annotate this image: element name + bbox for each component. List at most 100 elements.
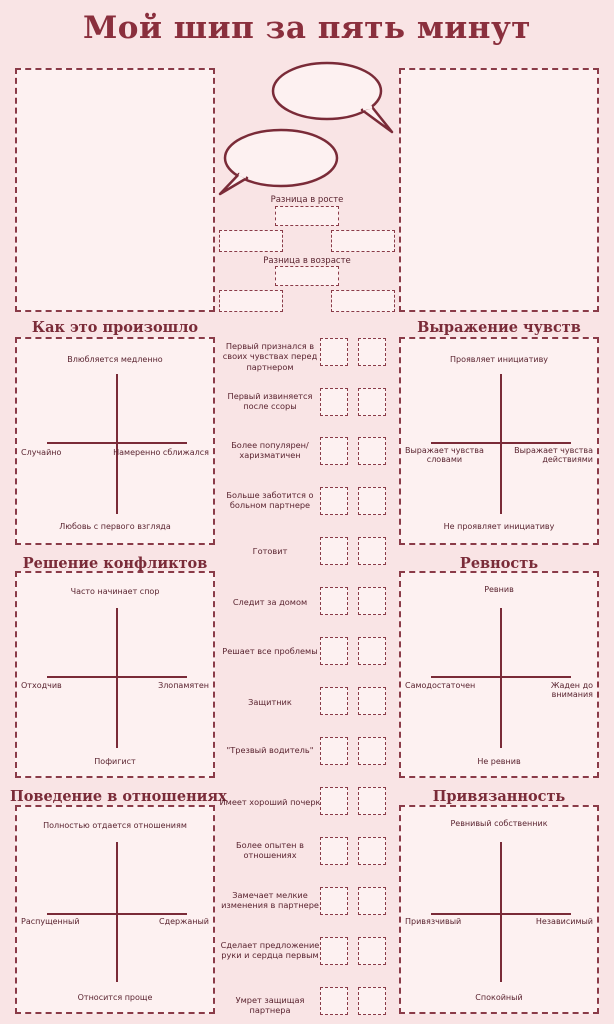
trait-checkbox-right[interactable] xyxy=(358,537,386,565)
trait-label: Сделает предложение руки и сердца первым xyxy=(220,940,320,961)
how-right-label: Намеренно сближался xyxy=(113,448,209,457)
behavior-right-label: Сдержаный xyxy=(159,917,209,926)
trait-checkbox-left[interactable] xyxy=(320,587,348,615)
conflicts-axis-v xyxy=(116,608,118,748)
character-left-portrait[interactable] xyxy=(15,68,215,312)
trait-checkbox-right[interactable] xyxy=(358,887,386,915)
trait-checkbox-left[interactable] xyxy=(320,437,348,465)
trait-checkbox-right[interactable] xyxy=(358,987,386,1015)
trait-checkbox-right[interactable] xyxy=(358,737,386,765)
trait-label: Защитник xyxy=(248,697,292,707)
attachment-bottom-label: Спокойный xyxy=(475,993,523,1002)
feelings-axis-h xyxy=(431,442,571,444)
character-right-portrait[interactable] xyxy=(399,68,599,312)
trait-label: Имеет хороший почерк xyxy=(219,797,321,807)
speech-bubble-right[interactable] xyxy=(270,60,400,135)
jealousy-axis-h xyxy=(431,676,571,678)
height-diff-label: Разница в росте xyxy=(270,195,344,205)
age-right-box[interactable] xyxy=(331,290,395,312)
trait-label: Следит за домом xyxy=(232,597,308,607)
trait-label: "Трезвый водитель" xyxy=(226,745,314,755)
feelings-right-label: Выражает чувства действиями xyxy=(514,446,593,465)
trait-checkbox-right[interactable] xyxy=(358,837,386,865)
trait-checkbox-left[interactable] xyxy=(320,837,348,865)
page-title: Мой шип за пять минут xyxy=(82,10,532,46)
trait-checkbox-right[interactable] xyxy=(358,437,386,465)
feelings-left-label: Выражает чувства словами xyxy=(405,446,484,465)
conflicts-right-label: Злопамятен xyxy=(158,681,209,690)
jealousy-chart[interactable]: Ревнив Не ревнив Самодостаточен Жаден до… xyxy=(399,571,599,778)
jealousy-axis-v xyxy=(500,608,502,748)
height-right-box[interactable] xyxy=(331,230,395,252)
trait-checkbox-right[interactable] xyxy=(358,338,386,366)
conflicts-left-label: Отходчив xyxy=(21,681,62,690)
how-heading: Как это произошло xyxy=(31,319,199,336)
trait-label: Замечает мелкие изменения в партнере xyxy=(221,890,319,911)
conflicts-axis-h xyxy=(47,676,187,678)
trait-checkbox-left[interactable] xyxy=(320,787,348,815)
jealousy-right-label: Жаден до внимания xyxy=(550,681,593,700)
jealousy-top-label: Ревнив xyxy=(484,585,514,594)
trait-checkbox-left[interactable] xyxy=(320,637,348,665)
attachment-heading: Привязанность xyxy=(432,788,566,805)
trait-label: Более популярен/харизматичен xyxy=(231,440,309,461)
trait-checkbox-left[interactable] xyxy=(320,987,348,1015)
age-left-box[interactable] xyxy=(219,290,283,312)
trait-checkbox-left[interactable] xyxy=(320,937,348,965)
trait-checkbox-right[interactable] xyxy=(358,637,386,665)
feelings-bottom-label: Не проявляет инициативу xyxy=(443,522,555,531)
age-diff-box[interactable] xyxy=(275,266,339,286)
attachment-left-label: Привязчивый xyxy=(405,917,462,926)
feelings-axis-v xyxy=(500,374,502,514)
conflicts-top-label: Часто начинает спор xyxy=(70,587,160,596)
trait-checkbox-right[interactable] xyxy=(358,937,386,965)
conflicts-bottom-label: Пофигист xyxy=(94,757,136,766)
trait-checkbox-right[interactable] xyxy=(358,687,386,715)
conflicts-chart[interactable]: Часто начинает спор Пофигист Отходчив Зл… xyxy=(15,571,215,778)
attachment-chart[interactable]: Ревнивый собственник Спокойный Привязчив… xyxy=(399,805,599,1014)
height-left-box[interactable] xyxy=(219,230,283,252)
trait-label: Первый признался в своих чувствах перед … xyxy=(222,341,318,372)
behavior-axis-h xyxy=(47,913,187,915)
feelings-heading: Выражение чувств xyxy=(417,319,581,336)
how-chart[interactable]: Влюбляется медленно Любовь с первого взг… xyxy=(15,337,215,545)
trait-checkbox-left[interactable] xyxy=(320,388,348,416)
attachment-axis-v xyxy=(500,842,502,982)
trait-checkbox-right[interactable] xyxy=(358,388,386,416)
attachment-right-label: Независимый xyxy=(535,917,593,926)
trait-checkbox-left[interactable] xyxy=(320,487,348,515)
behavior-top-label: Полностью отдается отношениям xyxy=(43,821,187,830)
behavior-chart[interactable]: Полностью отдается отношениям Относится … xyxy=(15,805,215,1014)
behavior-left-label: Распущенный xyxy=(21,917,80,926)
trait-checkbox-left[interactable] xyxy=(320,737,348,765)
trait-checkbox-left[interactable] xyxy=(320,338,348,366)
speech-bubble-left[interactable] xyxy=(215,124,345,199)
trait-label: Умрет защищая партнера xyxy=(235,995,305,1016)
feelings-top-label: Проявляет инициативу xyxy=(449,355,549,364)
attachment-axis-h xyxy=(431,913,571,915)
how-left-label: Случайно xyxy=(21,448,62,457)
trait-label: Готовит xyxy=(252,546,288,556)
trait-checkbox-right[interactable] xyxy=(358,587,386,615)
trait-label: Решает все проблемы xyxy=(222,646,318,656)
how-axis-h xyxy=(47,442,187,444)
trait-label: Первый извиняется после ссоры xyxy=(227,391,313,412)
behavior-bottom-label: Относится проще xyxy=(77,993,153,1002)
attachment-top-label: Ревнивый собственник xyxy=(450,819,548,828)
behavior-heading: Поведение в отношениях xyxy=(10,788,227,805)
trait-checkbox-left[interactable] xyxy=(320,537,348,565)
trait-checkbox-left[interactable] xyxy=(320,687,348,715)
behavior-axis-v xyxy=(116,842,118,982)
how-bottom-label: Любовь с первого взгляда xyxy=(59,522,171,531)
age-diff-label: Разница в возрасте xyxy=(263,256,351,266)
trait-checkbox-left[interactable] xyxy=(320,887,348,915)
trait-checkbox-right[interactable] xyxy=(358,787,386,815)
trait-label: Более опытен в отношениях xyxy=(236,840,304,861)
feelings-chart[interactable]: Проявляет инициативу Не проявляет инициа… xyxy=(399,337,599,545)
trait-label: Больше заботится о больном партнере xyxy=(226,490,314,511)
how-top-label: Влюбляется медленно xyxy=(67,355,163,364)
trait-checkbox-right[interactable] xyxy=(358,487,386,515)
jealousy-heading: Ревность xyxy=(459,555,539,572)
height-diff-box[interactable] xyxy=(275,206,339,226)
how-axis-v xyxy=(116,374,118,514)
